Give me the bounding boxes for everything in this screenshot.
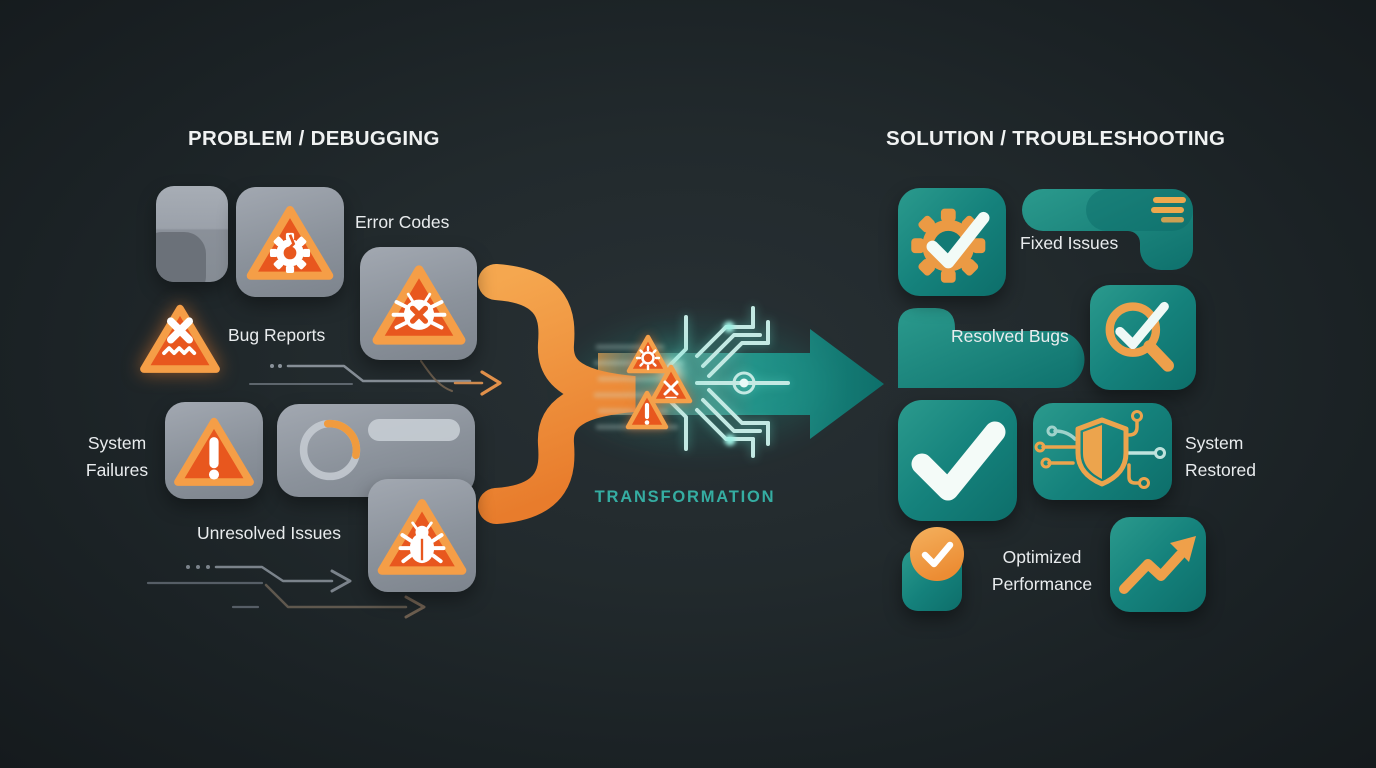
fixed-issues-card (898, 188, 1006, 296)
error-codes-card (236, 187, 344, 297)
circle-check-icon (910, 527, 964, 581)
bug-error-card (360, 247, 477, 360)
trend-up-arrow-icon (1119, 536, 1196, 594)
transformation-arrow (598, 329, 884, 439)
transformation-label: TRANSFORMATION (594, 488, 776, 506)
x-squiggle-triangle-icon (140, 304, 220, 373)
left-section-header: PROBLEM / DEBUGGING (188, 127, 440, 150)
optimized-performance-label: Optimized Performance (991, 547, 1093, 594)
magnifier-check-icon (1105, 301, 1174, 372)
exclamation-warning-mini-icon (625, 390, 669, 430)
system-failures-label: System Failures (85, 433, 149, 480)
gear-warning-triangle-icon (246, 206, 334, 280)
placeholder-bar (368, 419, 460, 441)
big-check-icon (911, 421, 1006, 501)
resolved-check-card (898, 400, 1017, 521)
resolved-bugs-card (1090, 285, 1196, 390)
fixed-issues-label: Fixed Issues (1020, 233, 1119, 253)
funnel-brace (478, 264, 636, 524)
fixed-issues-pipe (1022, 189, 1193, 270)
bug-triangle-icon (377, 498, 467, 575)
system-failure-card (165, 402, 263, 499)
resolved-bugs-pipe (898, 308, 1085, 388)
hamburger-lines-icon (1151, 197, 1186, 223)
system-restored-card (1033, 403, 1172, 500)
x-warning-mini-icon (649, 364, 693, 404)
loading-spinner-icon (299, 419, 361, 481)
resolved-bugs-label: Resolved Bugs (951, 326, 1069, 346)
exclamation-triangle-icon (174, 417, 254, 486)
unresolved-bug-card (368, 479, 476, 592)
system-restored-label: System Restored (1185, 433, 1257, 480)
bug-x-triangle-icon (372, 264, 465, 345)
right-section-header: SOLUTION / TROUBLESHOOTING (886, 127, 1226, 150)
unresolved-issues-label: Unresolved Issues (197, 523, 341, 543)
motion-streaks (593, 344, 687, 430)
error-codes-label: Error Codes (355, 212, 450, 232)
blank-window-card (156, 186, 228, 282)
gear-warning-mini-icon (626, 334, 670, 374)
circuit-traces (667, 306, 790, 458)
bug-reports-label: Bug Reports (228, 325, 326, 345)
gear-check-icon (911, 208, 990, 283)
beam-warning-triangles (625, 334, 693, 430)
performance-chart-card (1110, 517, 1206, 612)
shield-circuit-icon (1034, 410, 1166, 489)
merge-arrow-lines (249, 360, 502, 396)
